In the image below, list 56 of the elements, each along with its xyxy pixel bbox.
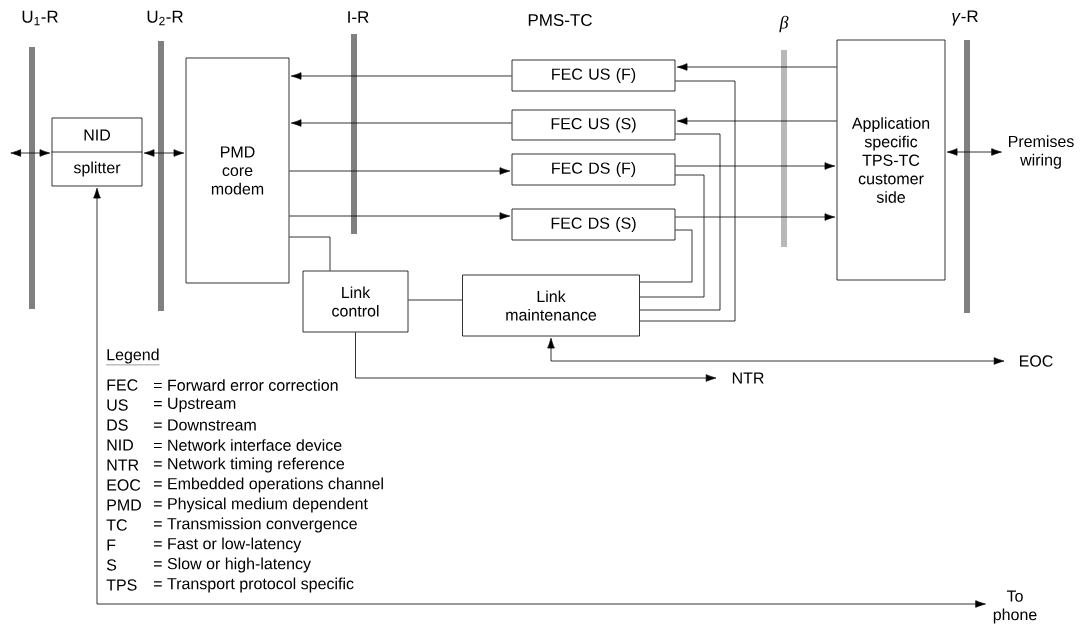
reference-point-label: I-R (348, 11, 369, 23)
legend-abbreviation: S (106, 559, 117, 571)
connector-arrow (675, 213, 836, 221)
legend-definition: = Network interface device (154, 439, 342, 451)
connector-arrow (946, 148, 1002, 156)
legend-abbreviation: TPS (106, 579, 137, 591)
legend-abbreviation: EOC (107, 479, 141, 491)
legend-abbreviation: F (107, 539, 116, 551)
reference-point-label: U$_{2}$-R (147, 10, 183, 26)
terminal-label: To phone (993, 590, 1037, 624)
legend-definition: = Network timing reference (154, 457, 345, 473)
connector-arrow (143, 149, 185, 157)
legend-definition: = Upstream (154, 397, 236, 413)
terminal-label: Premises wiring (1009, 135, 1074, 169)
connector-arrow (675, 162, 836, 170)
fec-box: FEC US (F) (511, 59, 676, 92)
reference-point-label: γ-R (952, 10, 978, 26)
connector-arrow (93, 187, 986, 608)
legend-abbreviation: DS (107, 419, 128, 431)
connector-arrow (290, 72, 512, 80)
legend-definition: = Transport protocol specific (154, 577, 354, 593)
reference-point-label: U$_{1}$-R (22, 10, 58, 26)
connector-arrow (355, 332, 717, 382)
legend-abbreviation: US (107, 399, 128, 411)
legend-definition: = Fast or low-latency (154, 537, 302, 553)
connector-arrow (676, 63, 837, 71)
fec-box: FEC US (S) (511, 109, 676, 141)
reference-point-label: PMS-TC (528, 14, 592, 26)
connector-arrow (290, 119, 512, 127)
legend-definition: = Forward error correction (154, 379, 338, 391)
connector-arrow (289, 167, 511, 175)
fec-box: FEC DS (F) (511, 153, 676, 186)
connector-arrow (676, 117, 837, 125)
terminal-label: NTR (732, 372, 764, 384)
modem-box: PMD core modem (185, 57, 290, 284)
tps-tc-box: Application specific TPS-TC customer side (836, 39, 946, 281)
legend-abbreviation: NID (107, 439, 133, 451)
fec-box: FEC DS (S) (511, 208, 676, 241)
legend-abbreviation: PMD (107, 499, 141, 511)
connector-arrow (289, 212, 511, 220)
legend-definition: = Slow or high-latency (154, 557, 311, 573)
connector-arrow (547, 337, 1005, 365)
splitter-box: NID splitter (51, 117, 143, 187)
legend-definition: = Embedded operations channel (154, 477, 383, 493)
legend-definition: = Transmission convergence (154, 517, 357, 533)
maintenance-box: Link maintenance (462, 274, 640, 337)
legend-abbreviation: FEC (107, 379, 138, 391)
terminal-label: EOC (1020, 355, 1053, 367)
legend-definition: = Downstream (154, 419, 256, 431)
reference-point-label: β (779, 15, 789, 33)
control-box: Link control (302, 270, 409, 333)
legend-abbreviation: NTR (107, 459, 139, 471)
legend-definition: = Physical medium dependent (154, 497, 368, 513)
legend-heading: Legend (106, 348, 160, 366)
connector-arrow (10, 149, 51, 157)
legend-abbreviation: TC (106, 519, 127, 531)
